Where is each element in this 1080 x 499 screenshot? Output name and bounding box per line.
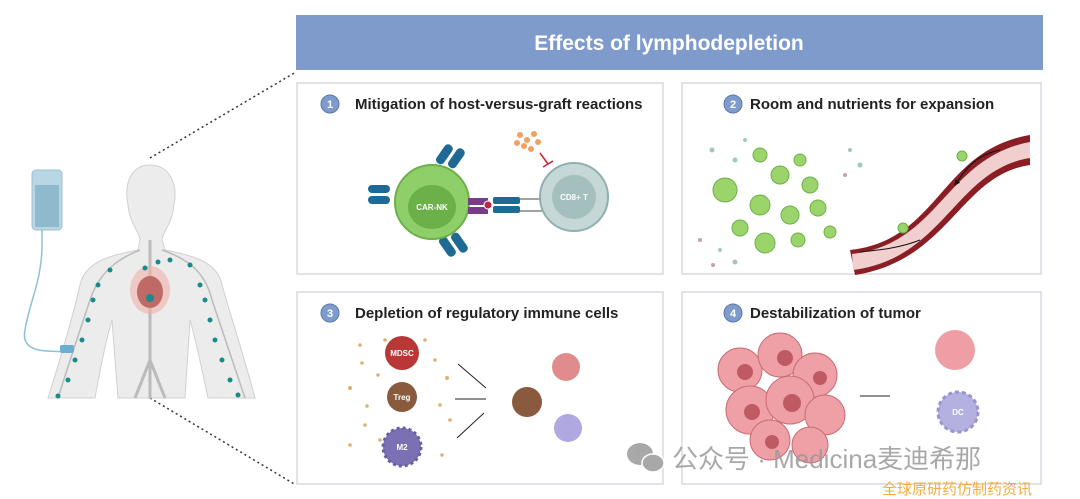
panel-title: Room and nutrients for expansion	[750, 96, 994, 113]
watermark: 公众号 · Medicina麦迪希那 全球原研药仿制药资讯	[627, 443, 1032, 498]
header-title: Effects of lymphodepletion	[534, 32, 804, 55]
panel-2-heading: 2 Room and nutrients for expansion	[723, 94, 994, 114]
dead-mdsc-cell	[552, 353, 580, 381]
panel-2-illustration	[698, 135, 1030, 275]
dead-m2-cell	[554, 414, 582, 442]
panel-title: Mitigation of host-versus-graft reaction…	[355, 96, 643, 113]
panel-title: Depletion of regulatory immune cells	[355, 305, 618, 322]
treg-cell	[387, 382, 417, 412]
panel-4-heading: 4 Destabilization of tumor	[723, 303, 921, 323]
dc-label: DC	[952, 408, 964, 417]
number-badge	[320, 303, 340, 323]
zoom-line-top	[149, 71, 297, 159]
panel-1-illustration: CAR-NK CD8+ T	[368, 131, 609, 257]
cd8-t-label: CD8+ T	[560, 193, 588, 202]
number-label: 3	[327, 308, 333, 320]
inhibition-symbol	[539, 152, 554, 168]
number-badge	[723, 303, 743, 323]
panel-1-heading: 1 Mitigation of host-versus-graft reacti…	[320, 94, 643, 114]
human-body-illustration	[47, 164, 256, 399]
number-label: 1	[327, 99, 333, 111]
zoom-line-bottom	[149, 397, 297, 486]
panel-3	[296, 291, 664, 485]
number-label: 2	[730, 99, 736, 111]
m2-cell	[381, 426, 423, 468]
iv-bag-illustration	[23, 169, 74, 353]
header-bar	[296, 15, 1043, 70]
wechat-icon	[627, 443, 665, 473]
panel-3-heading: 3 Depletion of regulatory immune cells	[320, 303, 618, 323]
number-badge	[320, 94, 340, 114]
mdsc-label: MDSC	[390, 349, 414, 358]
treg-label: Treg	[394, 393, 411, 402]
watermark-subtitle: 全球原研药仿制药资讯	[882, 480, 1032, 498]
dc-cell	[936, 390, 980, 434]
watermark-text: 公众号 · Medicina麦迪希那	[672, 444, 981, 474]
heart	[137, 276, 163, 308]
dead-tumor-cell	[935, 330, 975, 370]
mdsc-cell	[385, 336, 419, 370]
car-nk-label: CAR-NK	[416, 203, 448, 212]
panel-4-illustration: DC	[717, 330, 980, 464]
panel-title: Destabilization of tumor	[750, 305, 921, 322]
m2-label: M2	[396, 443, 408, 452]
dead-treg-cell	[512, 387, 542, 417]
number-badge	[723, 94, 743, 114]
number-label: 4	[730, 308, 737, 320]
panel-3-illustration: MDSC Treg M2	[348, 336, 582, 468]
